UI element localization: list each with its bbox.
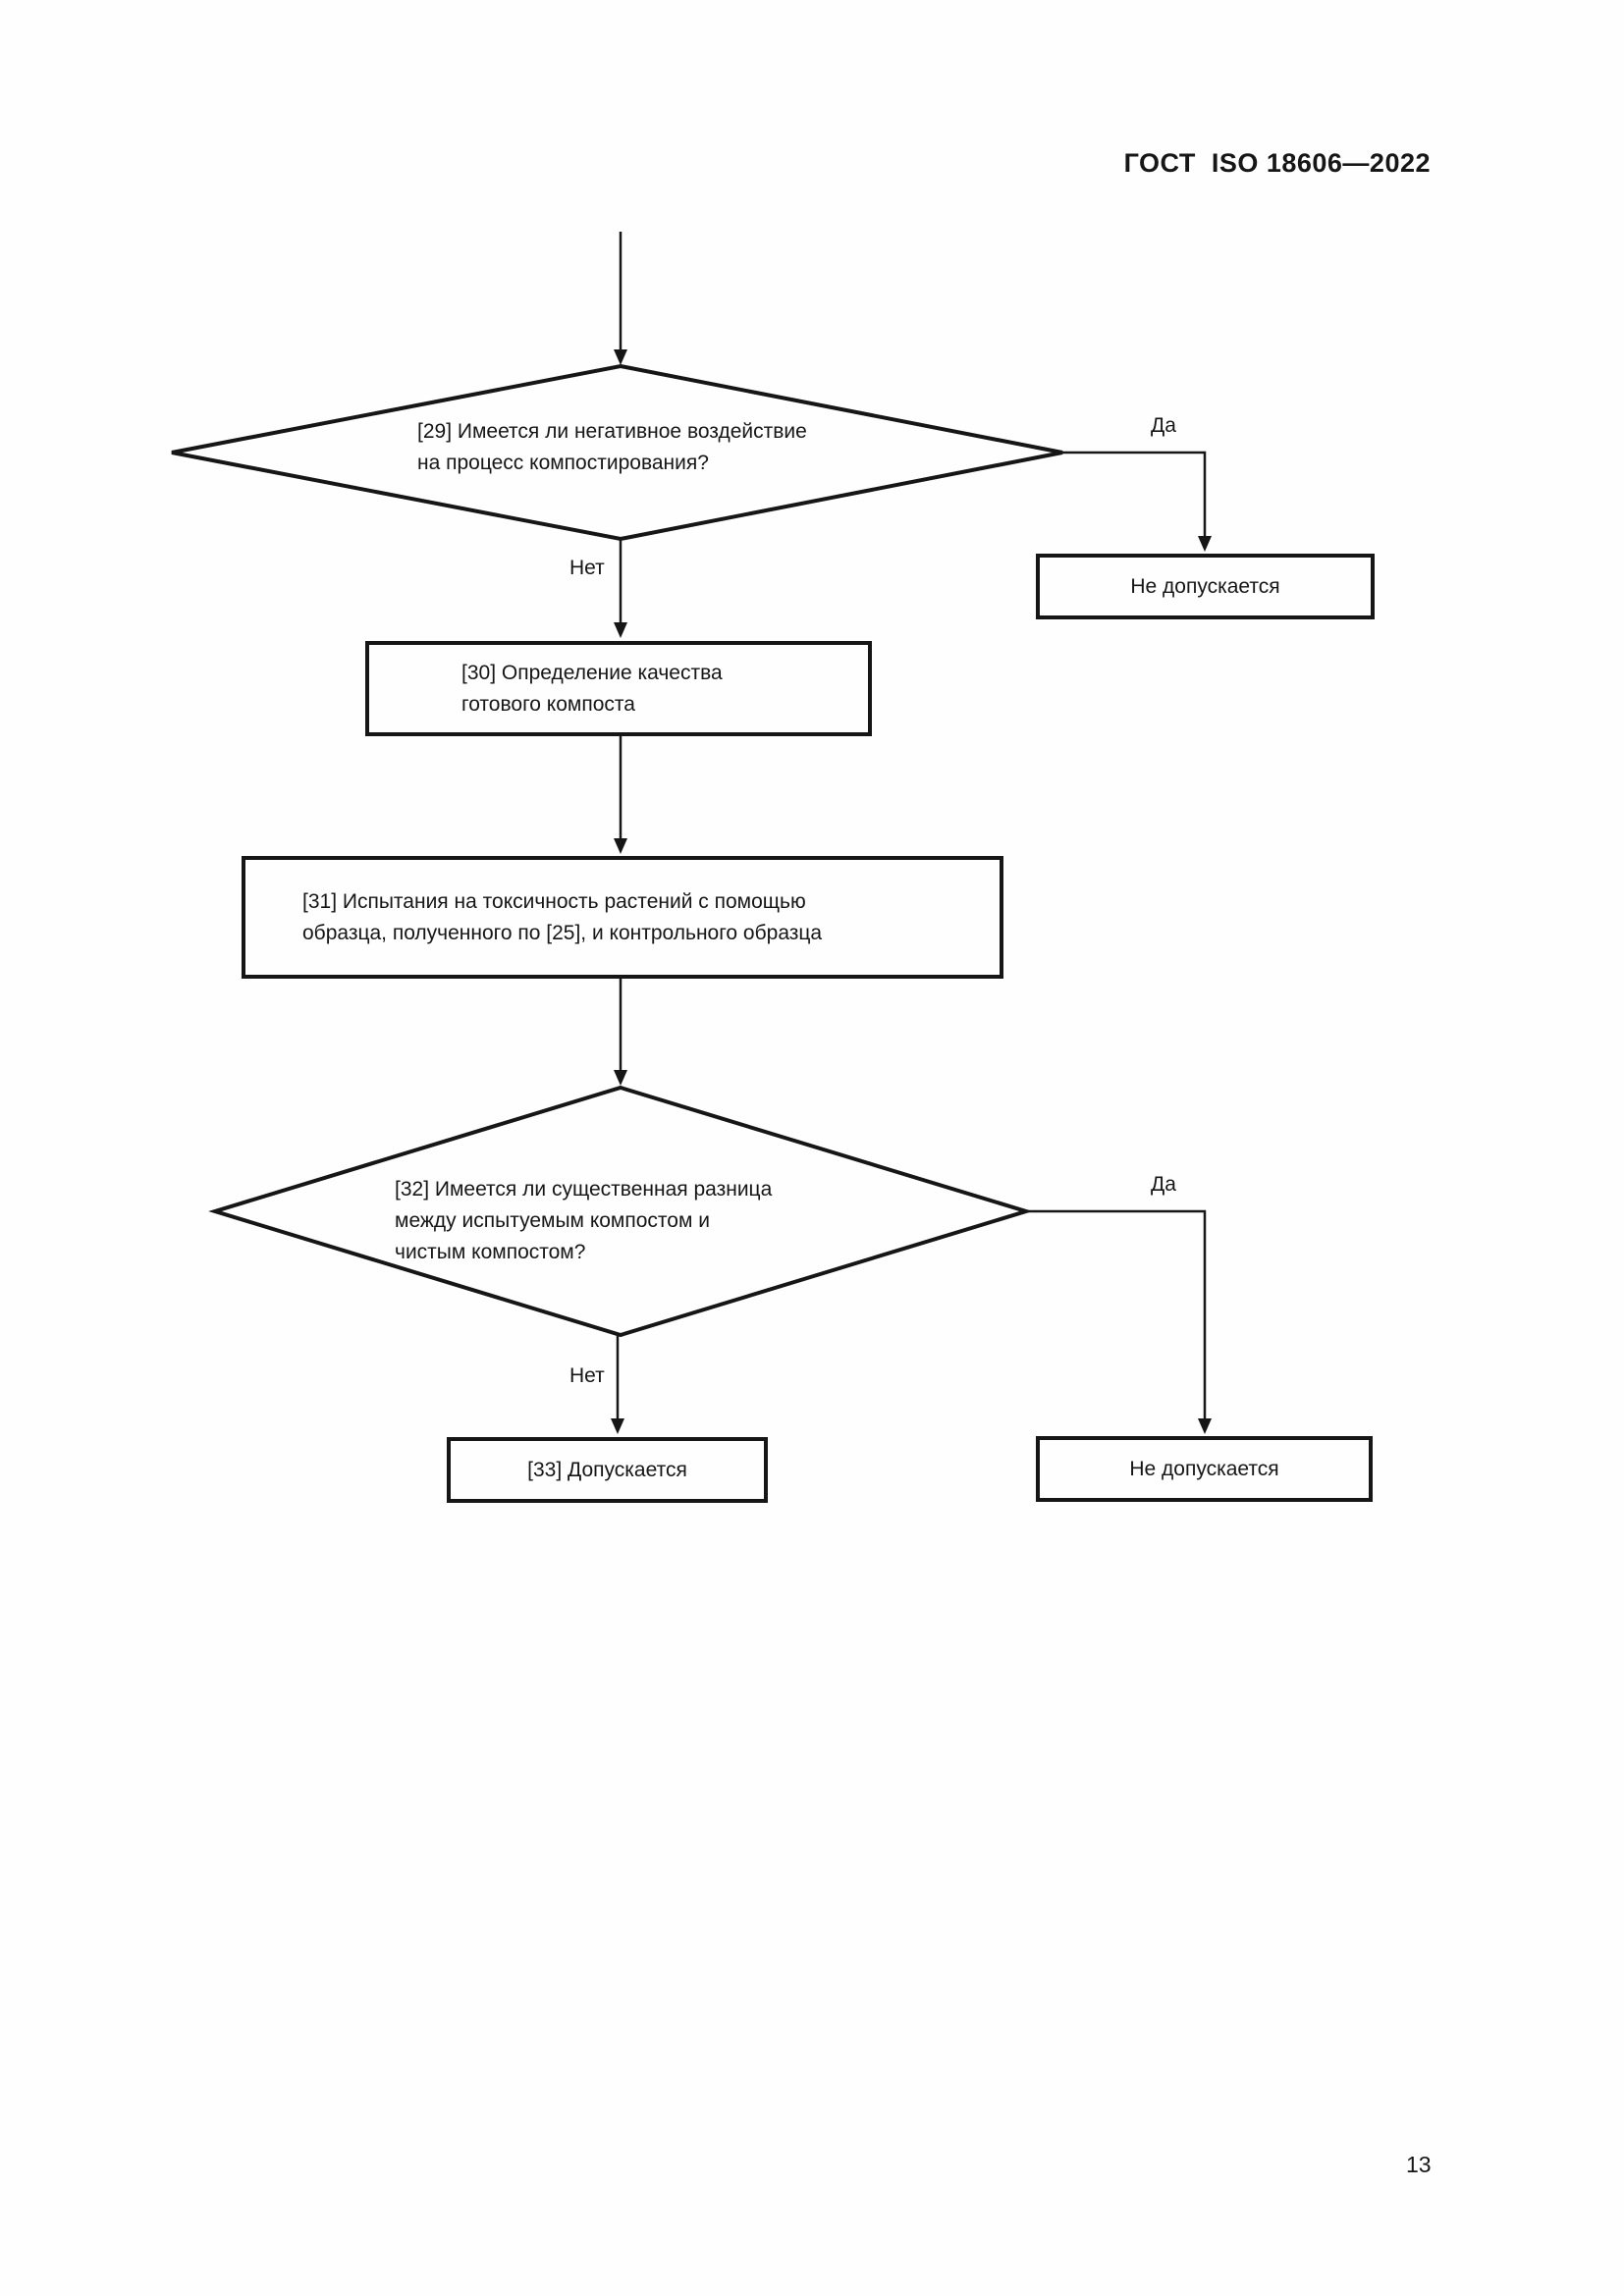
connector-yes-1-line xyxy=(1062,451,1207,538)
label-no-2: Нет xyxy=(569,1364,605,1387)
connector-yes-2-line xyxy=(1026,1209,1207,1420)
arrowhead-30-31-icon xyxy=(614,838,627,854)
label-yes-2: Да xyxy=(1151,1173,1176,1196)
arrowhead-no-2-icon xyxy=(611,1418,624,1434)
arrowhead-yes-2-icon xyxy=(1198,1418,1212,1434)
page-number: 13 xyxy=(1406,2152,1432,2177)
decision-32-diamond xyxy=(208,1085,1033,1338)
arrowhead-entry-icon xyxy=(614,349,627,365)
label-no-1: Нет xyxy=(569,557,605,579)
box-31-text: [31] Испытания на токсичность растений с… xyxy=(302,889,823,944)
box-31: [31] Испытания на токсичность растений с… xyxy=(242,856,1003,979)
box-33-text: [33] Допускается xyxy=(527,1458,687,1481)
arrowhead-no-1-icon xyxy=(614,622,627,638)
box-not-allowed-1: Не допускается xyxy=(1036,554,1375,619)
document-header-title: ГОСТ ISO 18606—2022 xyxy=(1123,148,1431,178)
box-not-allowed-2-text: Не допускается xyxy=(1129,1457,1279,1480)
box-30-text: [30] Определение качества готового компо… xyxy=(461,661,723,716)
decision-32-text: [32] Имеется ли существенная разница меж… xyxy=(395,1178,773,1263)
box-not-allowed-2: Не допускается xyxy=(1036,1436,1373,1502)
decision-29-text: [29] Имеется ли негативное воздействие н… xyxy=(417,420,807,474)
box-not-allowed-1-text: Не допускается xyxy=(1130,574,1280,598)
arrowhead-yes-1-icon xyxy=(1198,536,1212,552)
box-33: [33] Допускается xyxy=(447,1437,768,1503)
box-30: [30] Определение качества готового компо… xyxy=(365,641,872,736)
label-yes-1: Да xyxy=(1151,414,1176,437)
arrowhead-31-32-icon xyxy=(614,1070,627,1086)
